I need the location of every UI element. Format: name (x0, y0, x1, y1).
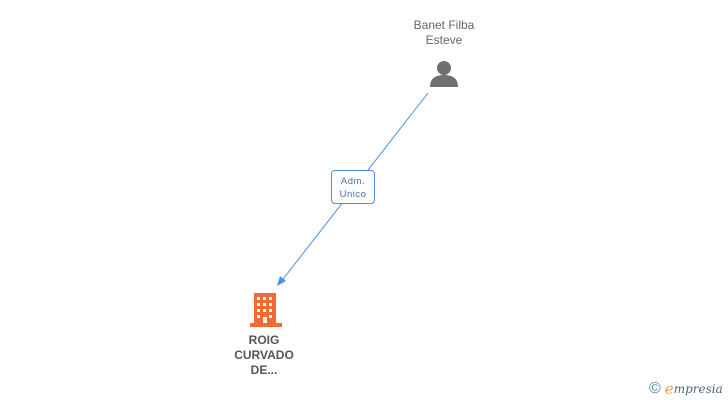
relationship-label-line1: Adm. (340, 176, 366, 187)
person-icon[interactable] (430, 61, 458, 87)
person-name-line2: Esteve (425, 33, 463, 47)
building-icon[interactable] (250, 293, 282, 327)
company-name-line1: ROIG (248, 333, 280, 347)
relationship-label-line2: Unico (339, 189, 367, 200)
person-name-line1: Banet Filba (413, 18, 475, 32)
company-name-line3: DE... (250, 363, 278, 377)
person-name[interactable]: Banet Filba Esteve (384, 18, 504, 48)
company-name[interactable]: ROIG CURVADO DE... (219, 333, 309, 378)
brand-logo-e: e (664, 380, 674, 398)
relationship-label: Adm. Unico (331, 170, 375, 204)
copyright-icon: © (649, 380, 661, 397)
edge-arrowhead (277, 276, 286, 286)
brand-logo-text: mpresia (673, 382, 723, 396)
company-name-line2: CURVADO (234, 348, 294, 362)
